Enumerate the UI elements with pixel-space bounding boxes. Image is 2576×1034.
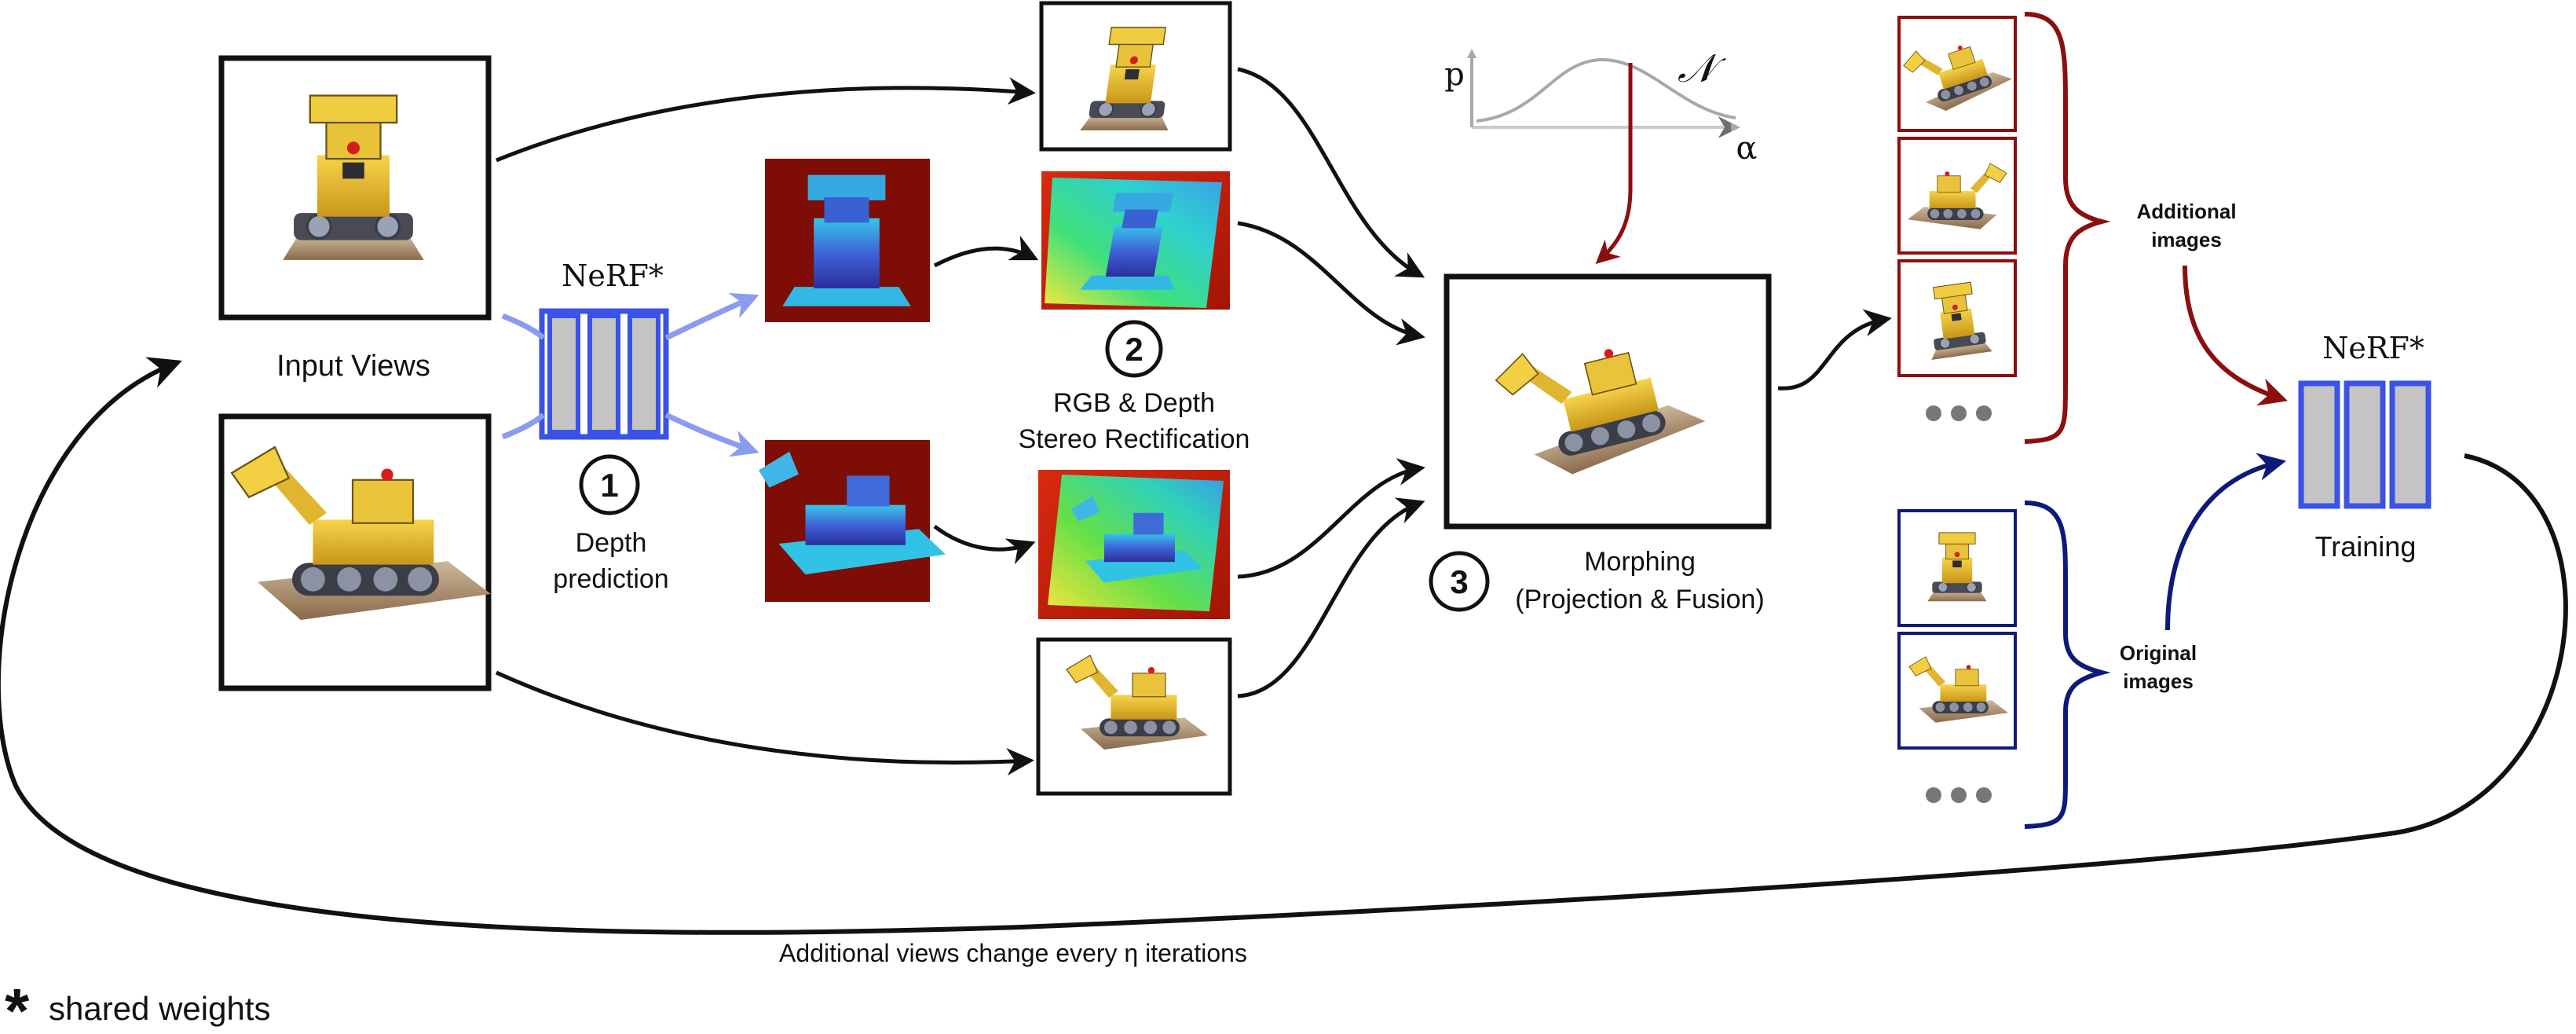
rectified-depth-bottom: [1038, 470, 1230, 619]
feedback-loop-arrow: [0, 357, 2568, 935]
step-1-line1: Depth: [576, 528, 647, 558]
original-image-1: [1897, 509, 2017, 627]
nerf-right-label: NeRF*: [2322, 331, 2424, 365]
original-label-line1: Original: [2120, 641, 2197, 665]
additional-image-3: [1897, 259, 2017, 377]
input-view-side: [218, 413, 492, 691]
gaussian-plot: p α 𝒩: [1444, 46, 1757, 167]
depth-map-side: [759, 440, 946, 602]
step-2-line2: Stereo Rectification: [1019, 424, 1250, 454]
step-1-number: 1: [600, 467, 618, 504]
gauss-y-label: p: [1444, 57, 1465, 93]
depth-map-front: [765, 159, 930, 322]
original-to-training-arrow: [2165, 453, 2287, 631]
loop-caption: Additional views change every η iteratio…: [779, 939, 1247, 967]
original-label-line2: images: [2123, 669, 2194, 693]
rectified-depth-top: [1041, 171, 1230, 310]
step-3-marker: 3: [1429, 551, 1490, 612]
sample-arrow: [1595, 63, 1633, 265]
additional-image-2: [1897, 137, 2017, 255]
original-image-2: [1897, 632, 2017, 750]
additional-label-line1: Additional: [2136, 200, 2236, 223]
step-2-line1: RGB & Depth: [1053, 388, 1215, 418]
step-1-marker: 1: [579, 454, 640, 515]
gauss-x-label: α: [1736, 130, 1757, 167]
additional-label-line2: images: [2151, 228, 2222, 251]
shared-weights-star: *: [5, 976, 30, 1034]
flow-arrows-left: [495, 77, 1039, 776]
input-views-label: Input Views: [276, 350, 430, 383]
original-brace: [2024, 500, 2111, 829]
additional-to-training-arrow: [2183, 265, 2288, 406]
additional-ellipsis: [1926, 405, 1992, 421]
rectified-rgb-bottom: [1036, 637, 1232, 796]
shared-weights-label: shared weights: [49, 990, 271, 1027]
input-view-front: [218, 55, 492, 321]
step-3-line2: (Projection & Fusion): [1515, 585, 1764, 614]
nerf-left-label: NeRF*: [562, 258, 664, 293]
rectified-rgb-top: [1039, 1, 1232, 152]
morphed-view: [1444, 273, 1772, 530]
step-2-number: 2: [1125, 331, 1143, 368]
original-ellipsis: [1926, 787, 1992, 803]
step-1-line2: prediction: [553, 564, 668, 594]
flow-arrows-to-morph: [1237, 67, 1425, 698]
step-3-line1: Morphing: [1584, 547, 1696, 577]
training-label: Training: [2315, 530, 2417, 563]
nerf-network-left: [539, 308, 669, 440]
gauss-distribution-symbol: 𝒩: [1678, 46, 1726, 91]
nerf-network-right: [2298, 380, 2431, 509]
step-3-number: 3: [1450, 563, 1468, 600]
step-2-marker: 2: [1105, 320, 1163, 378]
additional-image-1: [1897, 16, 2017, 132]
nerf-connectors: [501, 292, 759, 457]
additional-brace: [2024, 12, 2111, 444]
morph-to-additional-arrow: [1777, 309, 1892, 390]
